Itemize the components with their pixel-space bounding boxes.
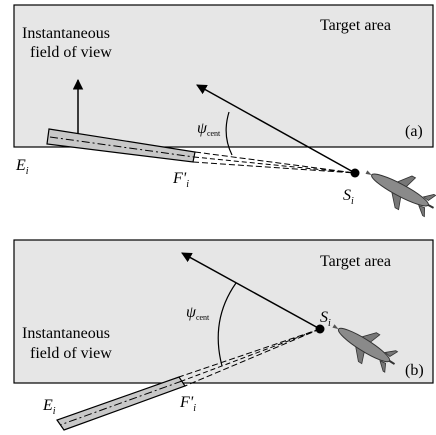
beam-lower-a	[192, 161, 356, 174]
panel-tag-a: (a)	[405, 123, 423, 140]
psi-arc-a	[225, 111, 233, 156]
fov-label-a-line2: field of view	[30, 44, 112, 61]
label-s-b: Si	[320, 309, 331, 329]
psi-label-a: ψcent	[197, 120, 221, 138]
beam-upper-a	[194, 151, 356, 174]
beam-upper-b	[178, 328, 321, 378]
point-s-b	[315, 324, 325, 334]
beam-center-a	[193, 156, 356, 174]
heading-arrow-b	[181, 252, 321, 330]
missile-icon	[332, 324, 399, 373]
missile-icon	[365, 170, 436, 218]
fov-label-a-line1: Instantaneous	[22, 25, 110, 42]
label-f-a: F'i	[172, 170, 189, 190]
fov-label-b-line1: Instantaneous	[22, 325, 110, 342]
panel-b: Target area Instantaneous field of view …	[13, 239, 434, 431]
beam-lower-b	[184, 328, 321, 387]
target-area-a	[13, 4, 434, 148]
fov-label-b-line2: field of view	[30, 345, 112, 362]
label-s-a: Si	[343, 187, 354, 207]
label-f-b: F'i	[179, 394, 196, 414]
label-e-b: Ei	[42, 397, 56, 417]
beam-center-b	[181, 328, 321, 382]
target-area-label-a: Target area	[320, 17, 391, 34]
point-s-a	[350, 168, 360, 178]
panel-tag-b: (b)	[405, 362, 424, 379]
fov-centerline-b	[59, 380, 183, 426]
target-area-b	[13, 239, 434, 384]
heading-arrow-a	[196, 84, 356, 174]
label-e-a: Ei	[15, 157, 29, 177]
target-area-label-b: Target area	[320, 253, 391, 270]
psi-label-b: ψcent	[186, 304, 210, 322]
psi-arc-b	[217, 282, 237, 367]
panel-a: Target area Instantaneous field of view …	[13, 4, 436, 218]
